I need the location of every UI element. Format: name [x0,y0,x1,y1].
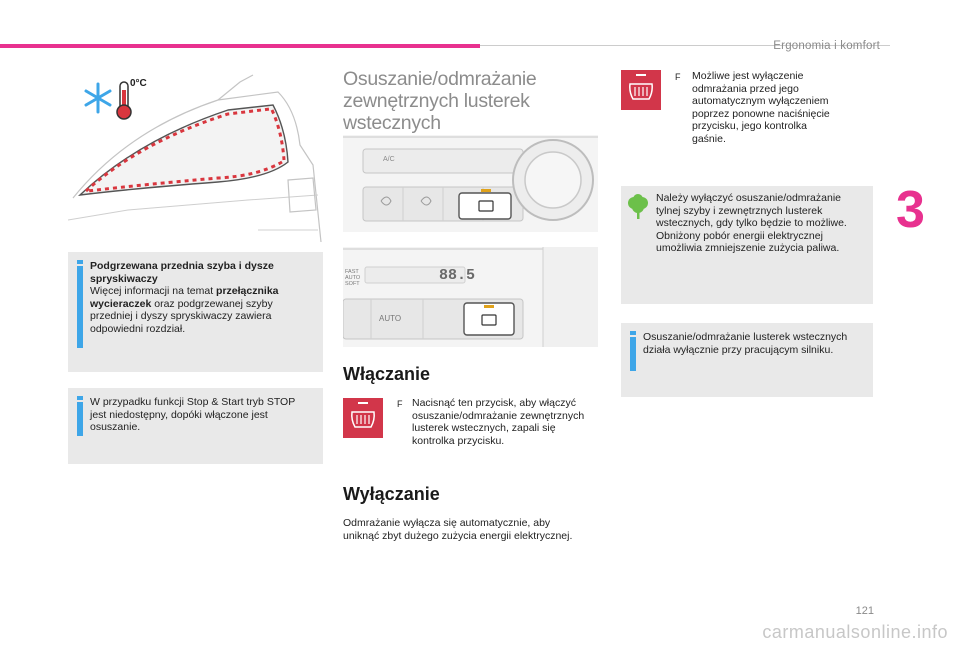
info-icon [76,260,84,348]
soft-label: SOFT [345,281,360,287]
info-box-stop-start: W przypadku funkcji Stop & Start tryb ST… [68,388,323,464]
eco-tip-box: Należy wyłączyć osuszanie/odmrażanie tyl… [621,186,873,304]
page-heading-line1: Osuszanie/odmrażanie [343,68,537,90]
mirror-defrost-button-icon-off [621,70,661,110]
info-box-text-bold: przełącznika wycieraczek [90,285,279,310]
temperature-label: 0°C [130,78,147,89]
info-box-text: Osuszanie/odmrażanie lusterek wstecznych… [643,331,848,356]
info-box-text-b: oraz podgrzewanej szyby przedniej i dysz… [90,297,273,335]
bullet: F [397,399,403,409]
windscreen-figure: 0°C [67,70,323,243]
auto-mode-label: AUTO [345,275,361,281]
page-number: 121 [855,605,874,617]
info-icon [76,396,84,436]
section-title: Ergonomia i komfort [773,40,880,52]
heading-wlaczanie: Włączanie [343,364,431,384]
mirror-defrost-button-icon [343,398,383,438]
climate-panel-2: FAST AUTO SOFT 88.5 AUTO [343,247,598,347]
info-box-heated-windscreen: Podgrzewana przednia szyba i dysze sprys… [68,252,323,372]
info-box-text-a: Więcej informacji na temat [90,285,217,298]
auto-button-label: AUTO [379,314,402,323]
info-box-text: W przypadku funkcji Stop & Start tryb ST… [90,396,296,434]
page-heading: Osuszanie/odmrażanie zewnętrznych luster… [343,68,603,134]
watermark: carmanualsonline.info [762,622,948,642]
eco-tip-text: Należy wyłączyć osuszanie/odmrażanie tyl… [656,192,847,255]
fast-label: FAST [345,269,359,275]
chapter-number: 3 [896,181,925,239]
accent-bar [0,44,480,48]
leaf-icon [627,194,649,220]
info-icon [629,331,637,371]
page-heading-line2: zewnętrznych lusterek wstecznych [343,90,530,134]
temperature-display: 88.5 [439,267,476,284]
info-box-engine-running: Osuszanie/odmrażanie lusterek wstecznych… [621,323,873,397]
off-text: Możliwe jest wyłączenie odmrażania przed… [692,70,830,145]
info-box-title: Podgrzewana przednia szyba i dysze sprys… [90,260,274,285]
wylaczanie-text: Odmrażanie wyłącza się automatycznie, ab… [343,517,573,542]
climate-panel-1: A/C [343,135,598,232]
header-rule [480,45,890,46]
wlaczanie-text: Nacisnąć ten przycisk, aby włączyć osusz… [412,397,585,447]
heading-wylaczanie: Wyłączanie [343,484,440,504]
bullet: F [675,72,681,82]
ac-label: A/C [383,156,395,163]
